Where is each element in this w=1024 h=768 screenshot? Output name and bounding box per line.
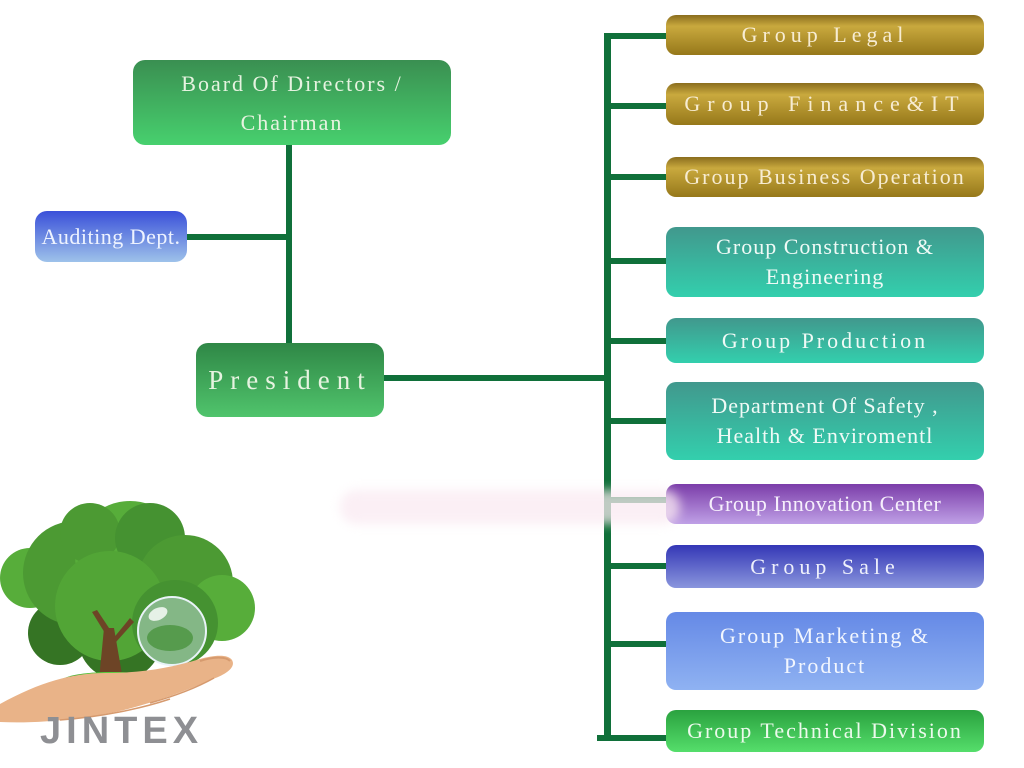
dept-box-group-production: Group Production [666,318,984,363]
org-node-label: Chairman [240,109,344,135]
connector-department-spine [604,33,611,741]
dept-label: Group Sale [750,553,900,579]
dept-label: Group Finance&IT [684,91,966,116]
connector-stub-group-legal [604,33,666,39]
dept-label: Group Business Operation [684,164,966,189]
org-node-president: President [196,343,384,417]
glass-bubble [137,596,207,666]
org-node-label: Board Of Directors / [181,70,403,96]
connector-president-to-spine [382,375,610,381]
dept-box-group-technical-division: Group Technical Division [666,710,984,752]
faint-watermark [340,490,680,524]
tree-trunk [92,610,134,680]
connector-board-to-president [286,144,292,345]
org-node-label: Auditing Dept. [41,223,181,249]
connector-stub-group-finance-it [604,103,666,109]
dept-box-department-of-safety-health-environment: Department Of Safety , Health & Envirome… [666,382,984,460]
connector-stub-business-operation [604,174,666,180]
connector-stub-sale [604,563,666,569]
dept-label: Health & Enviromentl [716,423,934,448]
connector-stub-production [604,338,666,344]
dept-label: Product [783,653,867,678]
dept-box-group-innovation-center: Group Innovation Center [666,484,984,524]
dept-label: Group Legal [741,22,909,47]
dept-box-group-legal: Group Legal [666,15,984,55]
connector-stub-safety [604,418,666,424]
dept-box-group-finance-it: Group Finance&IT [666,83,984,125]
tree-foliage [0,501,255,680]
jintex-logo: JINTEX [40,710,204,752]
dept-label: Group Technical Division [687,718,963,743]
dept-label: Group Innovation Center [708,491,942,516]
tree-in-hand-image [0,501,255,723]
connector-stub-marketing [604,641,666,647]
dept-box-group-sale: Group Sale [666,545,984,588]
dept-label: Group Production [721,327,929,353]
dept-box-group-business-operation: Group Business Operation [666,157,984,197]
connector-stub-technical [597,735,666,741]
connector-auditing-branch [186,234,290,240]
dept-label: Group Construction & [716,234,934,259]
hand-illustration [0,655,233,723]
dept-box-group-marketing-product: Group Marketing & Product [666,612,984,690]
org-node-label: President [208,364,372,395]
dept-label: Department Of Safety , [711,393,939,418]
dept-box-group-construction-engineering: Group Construction & Engineering [666,227,984,297]
org-node-board-of-directors: Board Of Directors / Chairman [133,60,451,145]
dept-label: Group Marketing & [720,623,930,648]
org-node-auditing-dept: Auditing Dept. [35,211,187,262]
dept-label: Engineering [765,264,885,289]
connector-stub-construction [604,258,666,264]
